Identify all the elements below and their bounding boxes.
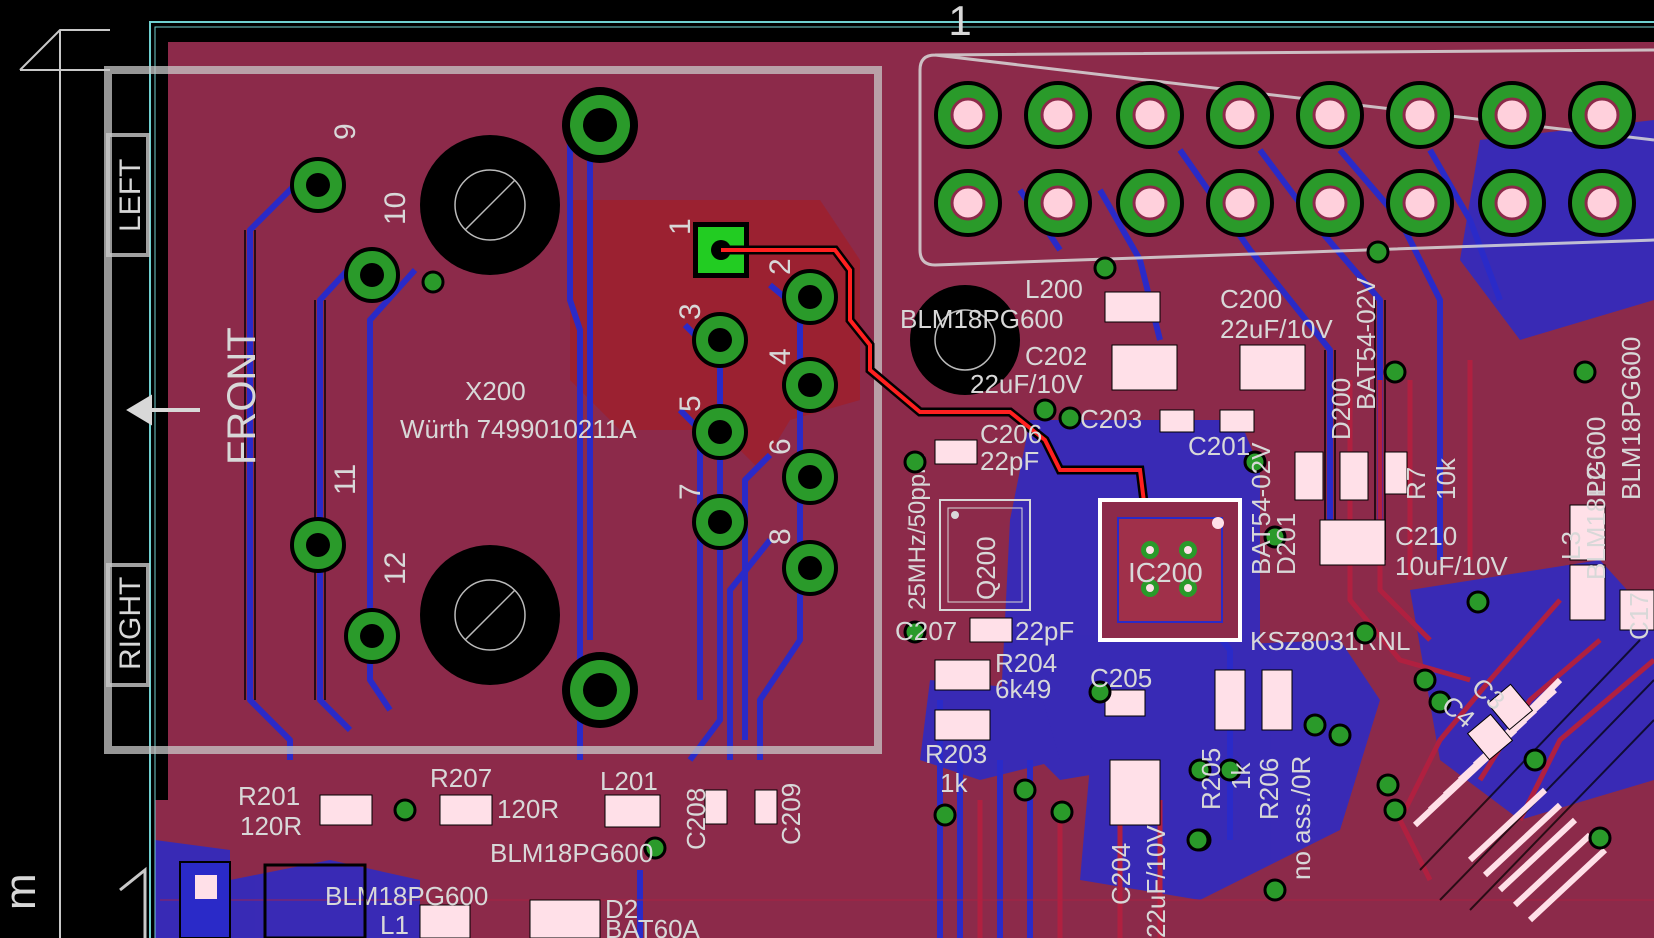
connector-pin-labels: 1 2 3 4 5 6 7 8 9 10 11 12	[329, 123, 797, 585]
part-name: D200	[1326, 378, 1356, 440]
front-arrow-icon	[126, 394, 200, 426]
pin-label: 4	[764, 348, 797, 365]
part-name: C205	[1090, 663, 1152, 693]
part-name: C200	[1220, 284, 1282, 314]
mounting-holes	[420, 135, 1020, 685]
part-name: D2	[605, 894, 638, 924]
part-name: R205	[1196, 748, 1226, 810]
dimension-frame	[19, 29, 110, 938]
shield-pads	[562, 87, 638, 728]
part-name: L1	[380, 910, 409, 938]
label-left: LEFT	[114, 159, 147, 232]
part-name: L201	[600, 766, 658, 796]
housing-bracket-left	[106, 133, 150, 257]
pin-label: 10	[379, 192, 412, 225]
board-outline	[149, 21, 1654, 938]
part-value: 22pF	[1015, 616, 1074, 646]
fine-pitch-pads	[1412, 677, 1608, 923]
part-value: 120R	[497, 794, 559, 824]
pin-label: 7	[674, 483, 707, 500]
pin-label: 5	[674, 395, 707, 412]
part-name: R206	[1254, 758, 1284, 820]
pin-label: 9	[329, 123, 362, 140]
bottom-left-components	[119, 861, 367, 938]
part-value: BAT54-02V	[1246, 442, 1276, 575]
part-name: C209	[776, 783, 806, 845]
housing-outline	[104, 66, 882, 754]
pin-label: 6	[764, 438, 797, 455]
part-name: D201	[1271, 513, 1301, 575]
pin-label: 3	[674, 303, 707, 320]
part-value: 10k	[1431, 457, 1461, 500]
part-name: C207	[895, 616, 957, 646]
part-name: R204	[995, 648, 1057, 678]
pin-label: 8	[764, 528, 797, 545]
ic-value: KSZ8031RNL	[1250, 626, 1410, 656]
part-value: 6k49	[995, 674, 1051, 704]
part-value: 1k	[940, 768, 968, 798]
connector-value: Würth 7499010211A	[400, 414, 637, 444]
part-name: C204	[1106, 843, 1136, 905]
part-value: BLM18PG600	[900, 304, 1063, 334]
part-name: L3	[1556, 531, 1586, 560]
part-name: C203	[1080, 404, 1142, 434]
part-value: BLM18PG600	[1581, 417, 1611, 580]
part-name: L200	[1025, 274, 1083, 304]
board-outline-inner	[154, 26, 1654, 938]
part-name: R201	[238, 781, 300, 811]
part-value: BAT60A	[605, 914, 701, 938]
part-value: BLM18PG600	[325, 881, 488, 911]
part-name: C210	[1395, 521, 1457, 551]
pin-label: 11	[329, 464, 362, 495]
part-value: 1k	[1226, 762, 1256, 790]
label-right: RIGHT	[114, 577, 147, 670]
part-value: 22uF/10V	[970, 369, 1083, 399]
part-value: 22uF/10V	[1220, 314, 1333, 344]
part-name: R207	[430, 763, 492, 793]
part-name: C17	[1624, 592, 1654, 640]
part-value: 22pF	[980, 446, 1039, 476]
smd-pads	[319, 291, 1654, 938]
part-name: C201	[1188, 431, 1250, 461]
part-name: C208	[681, 788, 711, 850]
part-name: R203	[925, 739, 987, 769]
part-name: C206	[980, 419, 1042, 449]
part-name: R7	[1401, 467, 1431, 500]
crystal-name: Q200	[971, 536, 1001, 600]
part-value: no ass./0R	[1286, 756, 1316, 880]
sheet-number: 1	[948, 0, 971, 44]
part-value: BAT54-02V	[1351, 277, 1381, 410]
header-pins	[934, 81, 1636, 237]
crystal-value: 25MHz/50ppm	[904, 454, 931, 610]
housing-bracket-right	[106, 563, 150, 687]
units-label: m	[0, 873, 45, 910]
part-value: 22uF/10V	[1141, 825, 1171, 938]
pin-label: 12	[379, 552, 412, 585]
pin-label: 1	[664, 218, 697, 235]
crystal-footprint[interactable]	[939, 499, 1031, 611]
selected-trace-highlight	[721, 248, 1147, 511]
bottom-traces	[247, 120, 1503, 938]
part-labels: L200 BLM18PG600 C200 22uF/10V C202 22uF/…	[238, 274, 1654, 938]
part-name: C202	[1025, 341, 1087, 371]
pin-label: 2	[764, 258, 797, 275]
vias	[393, 240, 1612, 902]
ic-footprint[interactable]	[1098, 498, 1242, 642]
part-value: 120R	[240, 811, 302, 841]
ic-name: IC200	[1128, 557, 1203, 588]
part-value: 10uF/10V	[1395, 551, 1508, 581]
part-value: BLM18PG600	[490, 838, 653, 868]
part-name: L2	[1581, 466, 1611, 495]
part-value: BLM18PG600	[1616, 337, 1646, 500]
label-front: FRONT	[220, 327, 264, 465]
connector-name: X200	[465, 376, 526, 406]
connector-pins	[290, 157, 838, 664]
